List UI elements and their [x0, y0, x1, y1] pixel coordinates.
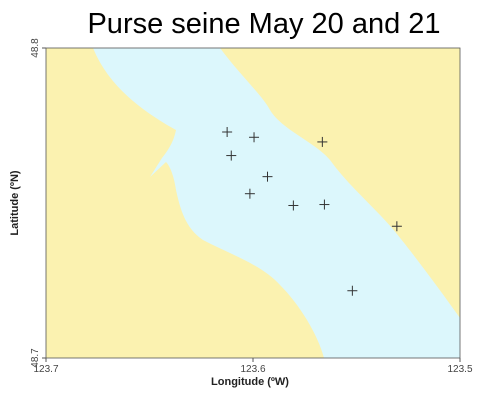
y-tick-label: 48.7	[30, 348, 41, 368]
sample-site-marker	[319, 199, 330, 210]
sample-site-marker	[226, 150, 237, 161]
sample-site-marker	[317, 136, 328, 147]
map-title: Purse seine May 20 and 21	[87, 8, 441, 40]
y-axis-label: Latitude (ºN)	[9, 170, 21, 235]
sample-sites	[222, 127, 402, 296]
x-tick-label: 123.5	[447, 364, 472, 375]
sample-site-marker	[347, 285, 358, 296]
y-axis-ticks: 48.8 48.7	[30, 38, 46, 368]
water-side-arm	[170, 139, 187, 160]
sample-site-marker	[262, 171, 273, 182]
x-tick-label: 123.6	[240, 364, 265, 375]
y-tick-label: 48.8	[30, 38, 41, 58]
sample-site-marker	[391, 221, 402, 232]
sample-site-marker	[288, 200, 299, 211]
water-inlet	[93, 48, 460, 358]
x-axis-ticks: 123.7 123.6 123.5	[33, 358, 473, 375]
sample-site-marker	[244, 188, 255, 199]
sample-site-marker	[249, 132, 260, 143]
x-axis-label: Longitude (ºW)	[211, 376, 289, 388]
x-tick-label: 123.7	[33, 364, 58, 375]
sample-site-marker	[222, 127, 233, 138]
